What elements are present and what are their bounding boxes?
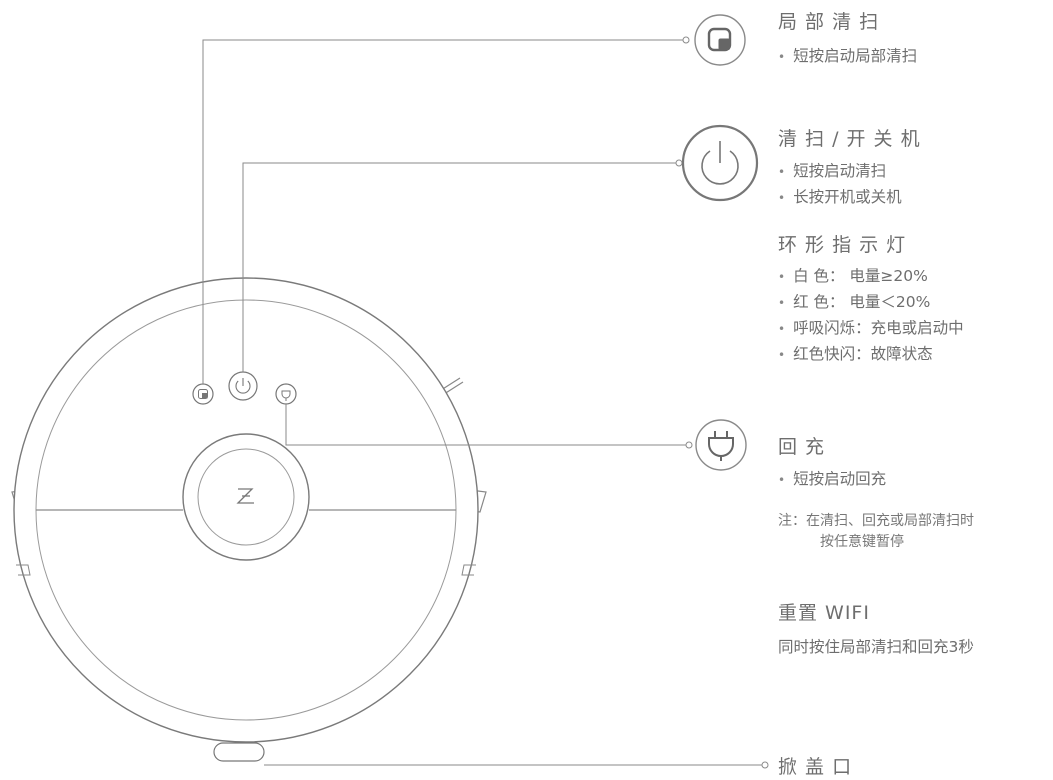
wifi-reset-title: 重置 WIFI [778,602,870,624]
power-list: •短按启动清扫 •长按开机或关机 [778,159,902,211]
list-item: •长按开机或关机 [778,188,902,206]
lid-handle[interactable] [213,742,265,762]
list-item: •短按启动回充 [778,470,887,488]
dock-title: 回 充 [778,436,826,458]
list-item: •短按启动局部清扫 [778,47,918,65]
spot-clean-list: •短按启动局部清扫 [778,44,917,70]
power-title: 清 扫 / 开 关 机 [778,128,921,150]
robot-power-button[interactable] [228,371,258,401]
list-item: •短按启动清扫 [778,162,887,180]
list-item: •红 色： 电量＜20% [778,293,931,311]
wifi-reset-desc: 同时按住局部清扫和回充3秒 [778,638,974,656]
list-item: •呼吸闪烁：充电或启动中 [778,319,964,337]
brand-logo-icon [236,488,254,504]
list-item: •白 色： 电量≥20% [778,267,928,285]
list-item: •红色快闪：故障状态 [778,345,933,363]
ring-indicator-list: •白 色： 电量≥20% •红 色： 电量＜20% •呼吸闪烁：充电或启动中 •… [778,264,964,368]
lid-title: 掀 盖 口 [778,756,853,778]
plug-icon [695,419,747,471]
spot-clean-title: 局 部 清 扫 [778,11,880,33]
robot-spot-button[interactable] [192,383,214,405]
leader-lines [202,36,769,769]
dock-note: 注：在清扫、回充或局部清扫时 按任意键暂停 [778,513,974,550]
robot-dock-button[interactable] [275,383,297,405]
ring-indicator-title: 环 形 指 示 灯 [778,234,907,256]
spot-clean-icon [694,14,746,66]
power-icon [681,124,759,202]
dock-list: •短按启动回充 [778,467,886,493]
